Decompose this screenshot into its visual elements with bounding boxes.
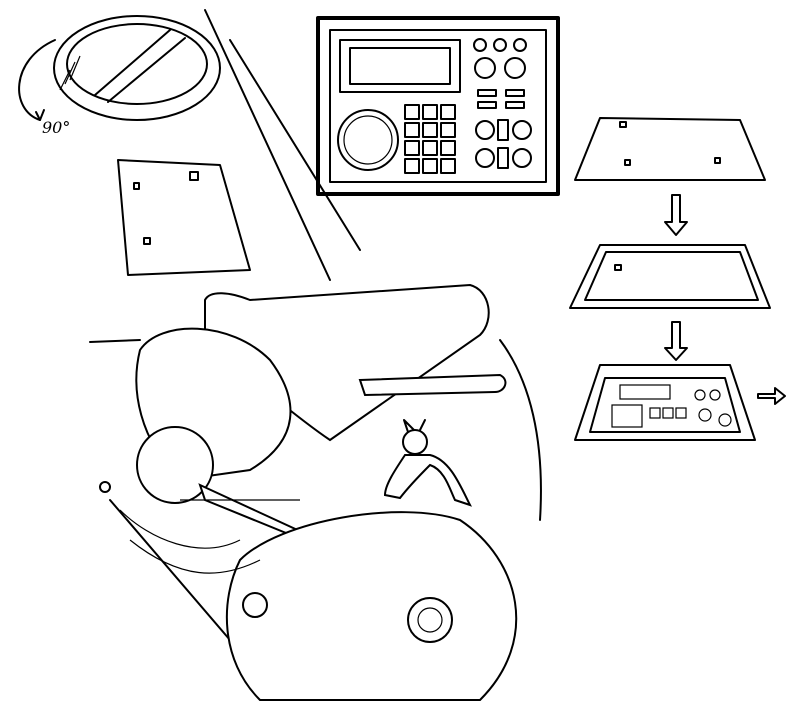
instrument-panel (316, 16, 560, 196)
aircraft-illustration (89, 283, 542, 701)
rotation-label: 90° (42, 118, 71, 137)
down-arrow-icon (664, 321, 688, 361)
round-hatch (53, 15, 221, 121)
right-arrow-icon (757, 387, 786, 405)
down-arrow-icon (664, 194, 688, 236)
step-panel-3 (574, 364, 756, 441)
rotation-arrow (18, 39, 56, 121)
step-panel-2 (569, 244, 771, 309)
pilot-figure (383, 419, 472, 507)
access-panel-left (117, 159, 251, 276)
step-panel-1 (574, 117, 766, 181)
